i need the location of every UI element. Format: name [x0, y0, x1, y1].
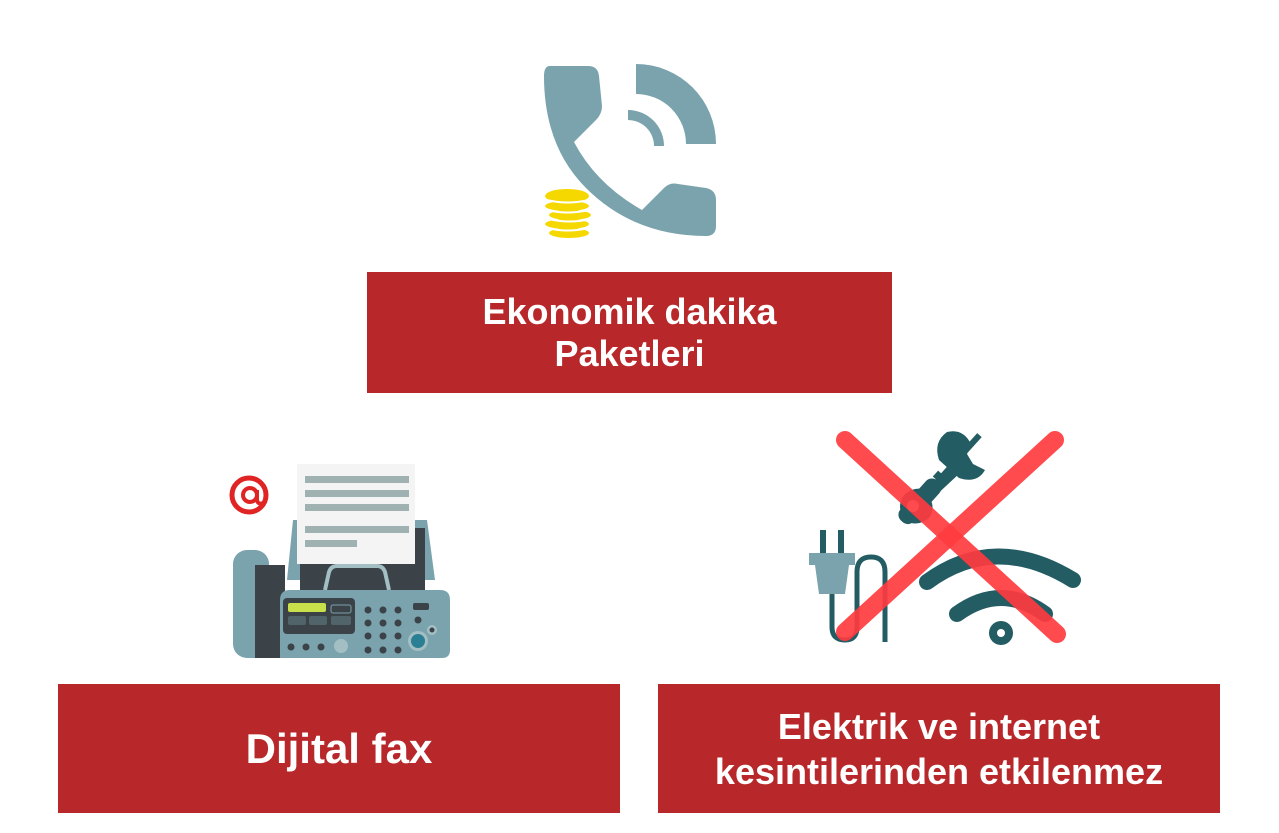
feature-economic-minutes-label: Ekonomik dakika Paketleri — [367, 272, 892, 393]
power-plug-icon — [809, 530, 888, 643]
prohibited-cross-icon — [836, 431, 1066, 643]
feature-text-line: Elektrik ve internet — [777, 705, 1101, 747]
feature-outage-resistant-label: Elektrik ve internet kesintilerinden etk… — [658, 684, 1220, 813]
feature-text-line: Dijital fax — [245, 724, 433, 772]
coins-icon — [543, 188, 593, 240]
feature-digital-fax-label: Dijital fax — [58, 684, 620, 813]
at-sign-icon — [229, 475, 269, 515]
signal-arc-inner — [628, 110, 664, 146]
signal-arc-outer — [636, 64, 716, 144]
feature-text-line: Paketleri — [554, 332, 705, 374]
no-power-no-internet-icon — [805, 422, 1085, 652]
phone-with-coins-icon — [538, 60, 723, 245]
fax-machine-icon — [225, 460, 455, 665]
phone-handset-icon — [544, 66, 716, 236]
feature-text-line: kesintilerinden etkilenmez — [714, 750, 1164, 792]
feature-text-line: Ekonomik dakika — [482, 290, 777, 332]
